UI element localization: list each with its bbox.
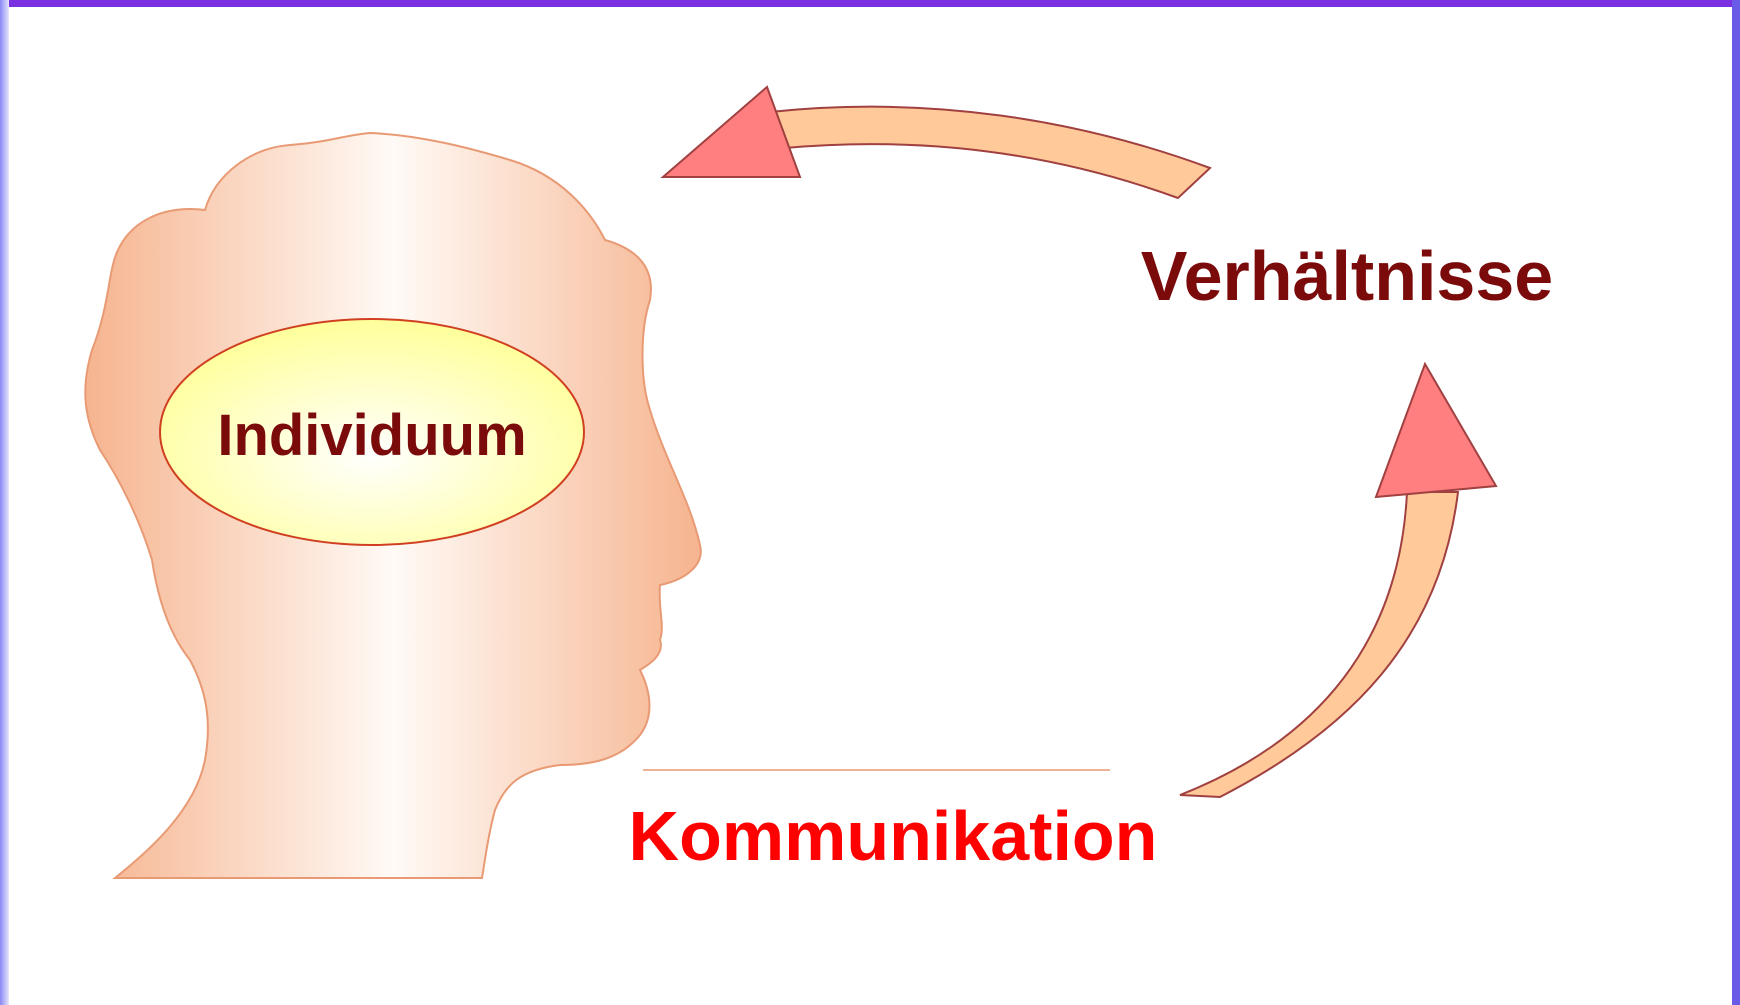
frame-top-bar	[0, 0, 1740, 7]
arrow-right-head	[1376, 364, 1496, 497]
curved-arrow-left-icon	[663, 87, 1210, 198]
frame-left-bar	[0, 0, 9, 1005]
frame-right-bar	[1732, 0, 1740, 1005]
arrow-top-head	[663, 87, 800, 177]
individuum-label: Individuum	[217, 403, 526, 468]
verhaeltnisse-label: Verhältnisse	[1141, 237, 1553, 315]
arrow-right-body	[1180, 492, 1458, 797]
curved-arrow-up-icon	[1180, 364, 1496, 797]
kommunikation-label: Kommunikation	[629, 797, 1158, 875]
arrow-top-body	[770, 107, 1210, 198]
